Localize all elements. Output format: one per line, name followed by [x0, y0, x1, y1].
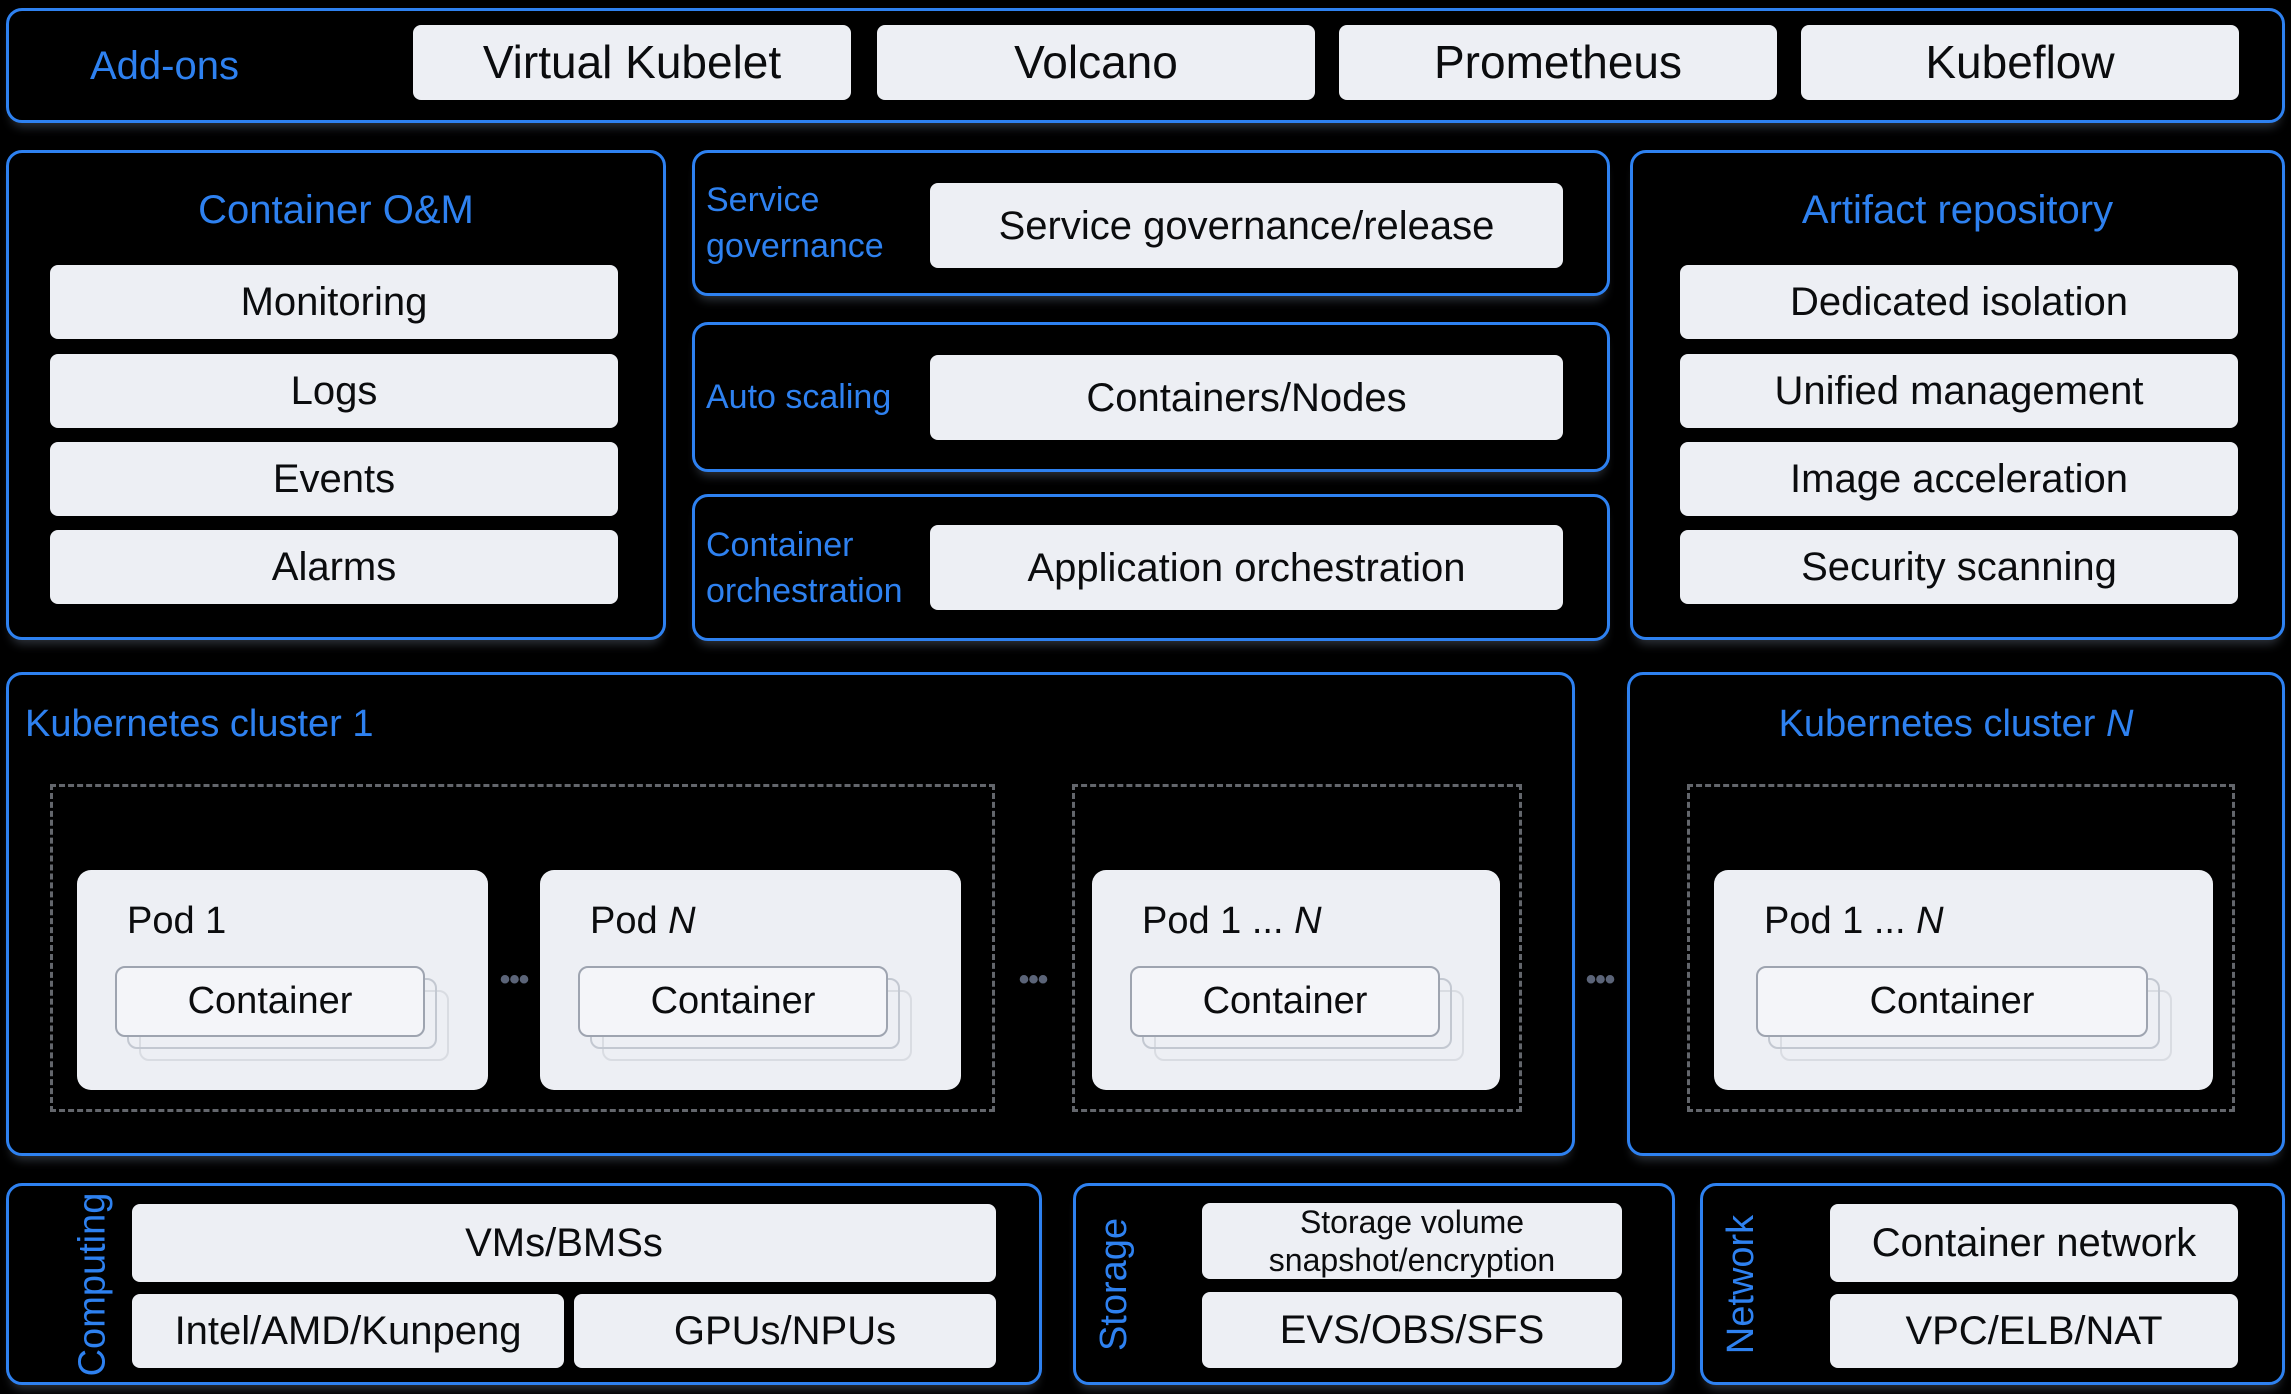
- ar-box-dedicated-isolation: Dedicated isolation: [1680, 265, 2238, 339]
- ar-box-security-scanning: Security scanning: [1680, 530, 2238, 604]
- storage-label-wrap: Storage: [1077, 1183, 1153, 1385]
- container-orchestration-box: Application orchestration: [930, 525, 1563, 610]
- service-governance-box: Service governance/release: [930, 183, 1563, 268]
- container-stack: Container: [578, 966, 912, 1061]
- pod-1-to-n-label-n: N: [1294, 900, 1322, 942]
- ellipsis-icon: •••: [499, 963, 529, 996]
- computing-label: Computing: [71, 1192, 114, 1376]
- network-box-vpc-elb-nat: VPC/ELB/NAT: [1830, 1294, 2238, 1368]
- network-box-container-network: Container network: [1830, 1204, 2238, 1282]
- storage-box-snapshot-encryption: Storage volume snapshot/encryption: [1202, 1203, 1622, 1279]
- node-group-1: [50, 784, 995, 1112]
- addons-label-text: Add-ons: [90, 43, 239, 88]
- service-governance-label: Service governance: [706, 150, 936, 296]
- storage-box-evs-obs-sfs: EVS/OBS/SFS: [1202, 1292, 1622, 1368]
- artifact-repository-title: Artifact repository: [1801, 188, 2114, 232]
- container-orchestration-label: Container orchestration: [706, 494, 936, 641]
- pod-n-label-n: N: [668, 900, 696, 942]
- om-box-monitoring: Monitoring: [50, 265, 618, 339]
- pod-1-label-text: Pod 1: [127, 900, 227, 942]
- kubernetes-cluster-n-title: Kubernetes cluster N: [1627, 702, 2285, 746]
- container-card: Container: [1756, 966, 2148, 1037]
- pod-1-label: Pod 1: [127, 900, 226, 943]
- container-stack: Container: [115, 966, 449, 1061]
- kubernetes-cluster-1-title: Kubernetes cluster 1: [25, 703, 374, 745]
- auto-scaling-label: Auto scaling: [706, 322, 936, 472]
- addon-box-virtual-kubelet: Virtual Kubelet: [413, 25, 851, 100]
- container-stack: Container: [1130, 966, 1464, 1061]
- om-box-logs: Logs: [50, 354, 618, 428]
- network-label: Network: [1720, 1214, 1763, 1354]
- container-card: Container: [115, 966, 425, 1037]
- addons-label: Add-ons: [90, 8, 370, 123]
- pod-1-to-n: Pod 1 ... N Container: [1092, 870, 1500, 1090]
- node-group-n: [1687, 784, 2235, 1112]
- pod-1-to-n-label-text: Pod 1 ...: [1142, 900, 1295, 942]
- container-stack: Container: [1756, 966, 2172, 1061]
- service-governance-label-text: Service governance: [706, 181, 884, 265]
- addon-box-prometheus: Prometheus: [1339, 25, 1777, 100]
- ar-box-image-acceleration: Image acceleration: [1680, 442, 2238, 516]
- node-group-2: [1072, 784, 1522, 1112]
- addon-box-volcano: Volcano: [877, 25, 1315, 100]
- om-box-events: Events: [50, 442, 618, 516]
- pod-n-label-text: Pod: [590, 900, 669, 942]
- ellipsis-icon: •••: [1585, 963, 1615, 996]
- pod-1-to-n-label: Pod 1 ... N: [1142, 900, 1322, 943]
- cluster-n-title-text: Kubernetes cluster: [1778, 703, 2106, 745]
- cluster-n-pod-label: Pod 1 ... N: [1764, 900, 1944, 943]
- cluster-n-title-n: N: [2105, 703, 2134, 745]
- computing-box-gpus-npus: GPUs/NPUs: [574, 1294, 996, 1368]
- computing-box-vms-bmss: VMs/BMSs: [132, 1204, 996, 1282]
- pod-n: Pod N Container: [540, 870, 961, 1090]
- storage-label: Storage: [1093, 1217, 1136, 1351]
- addon-box-kubeflow: Kubeflow: [1801, 25, 2239, 100]
- cluster-n-pod-label-text: Pod 1 ...: [1764, 900, 1917, 942]
- network-label-wrap: Network: [1704, 1183, 1780, 1385]
- cluster-n-pod-label-n: N: [1916, 900, 1944, 942]
- ar-box-unified-management: Unified management: [1680, 354, 2238, 428]
- computing-box-cpus: Intel/AMD/Kunpeng: [132, 1294, 564, 1368]
- container-card: Container: [1130, 966, 1440, 1037]
- pod-n-label: Pod N: [590, 900, 696, 943]
- computing-label-wrap: Computing: [48, 1183, 138, 1385]
- pod-1: Pod 1 Container: [77, 870, 488, 1090]
- auto-scaling-box: Containers/Nodes: [930, 355, 1563, 440]
- container-orchestration-label-text: Container orchestration: [706, 525, 903, 610]
- ellipsis-icon: •••: [1018, 963, 1048, 996]
- container-om-title: Container O&M: [198, 188, 474, 232]
- om-box-alarms: Alarms: [50, 530, 618, 604]
- container-card: Container: [578, 966, 888, 1037]
- cluster-n-pod-1-to-n: Pod 1 ... N Container: [1714, 870, 2213, 1090]
- auto-scaling-label-text: Auto scaling: [706, 378, 892, 416]
